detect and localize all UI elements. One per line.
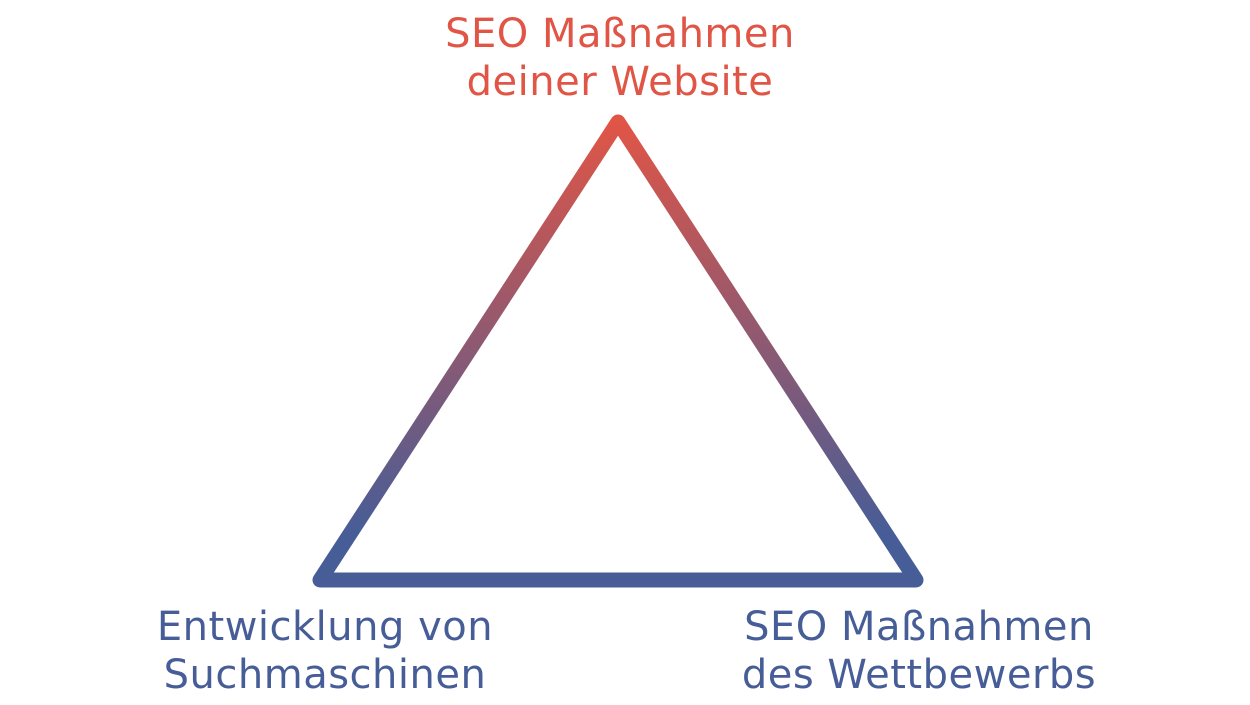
triangle-shape (312, 114, 924, 588)
vertex-label-right-line1: SEO Maßnahmen (744, 604, 1094, 650)
vertex-label-left: Entwicklung von Suchmaschinen (145, 603, 505, 699)
vertex-label-top-line2: deiner Website (466, 59, 774, 105)
vertex-label-top-line1: SEO Maßnahmen (445, 11, 795, 57)
vertex-label-left-line2: Suchmaschinen (163, 652, 487, 698)
vertex-label-right: SEO Maßnahmen des Wettbewerbs (724, 603, 1114, 699)
vertex-label-top: SEO Maßnahmen deiner Website (360, 10, 880, 106)
vertex-label-left-line1: Entwicklung von (156, 604, 494, 650)
vertex-label-right-line2: des Wettbewerbs (741, 652, 1097, 698)
